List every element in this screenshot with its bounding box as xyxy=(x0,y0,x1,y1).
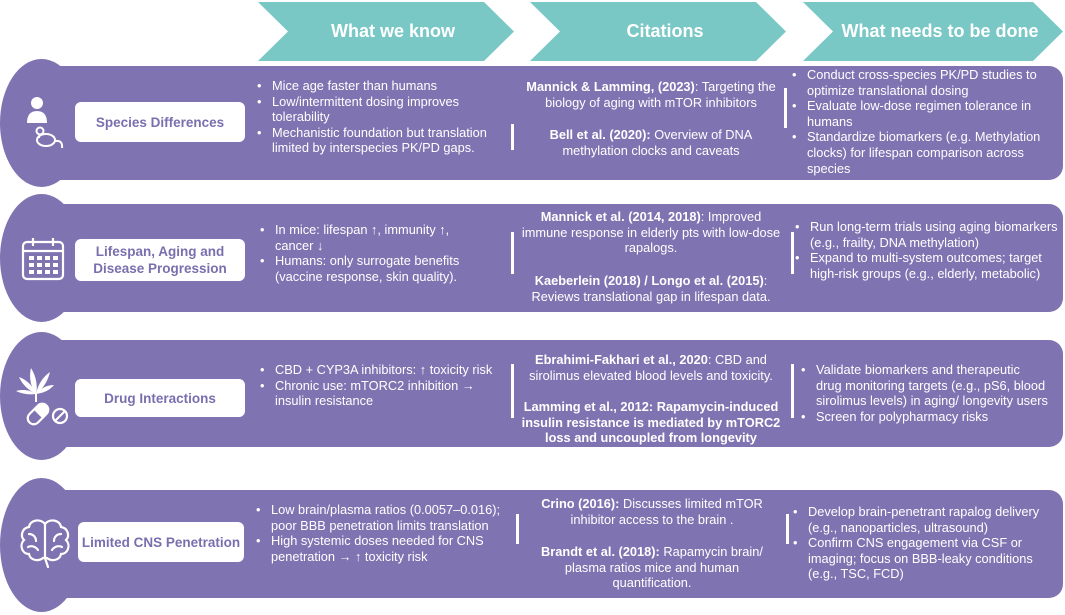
row-drug-interactions: Drug Interactions CBD + CYP3A inhibitors… xyxy=(0,332,1065,462)
citation-text: Discusses limited mTOR inhibitor access … xyxy=(570,496,763,527)
what-needs-to-be-done-list: Run long-term trials using aging biomark… xyxy=(793,219,1063,281)
list-item: In mice: lifespan ↑, immunity ↑, cancer … xyxy=(258,222,490,253)
row-label-text: Limited CNS Penetration xyxy=(81,534,241,550)
list-item: Expand to multi-system outcomes; target … xyxy=(793,250,1063,281)
citation-text: Overview of DNA methylation clocks and c… xyxy=(562,127,753,158)
list-item: Low/intermittent dosing improves tolerab… xyxy=(255,94,505,125)
divider-right xyxy=(784,88,787,128)
row-species-differences: Species Differences Mice age faster than… xyxy=(0,58,1065,188)
list-item: Validate biomarkers and therapeutic drug… xyxy=(799,362,1049,409)
calendar-icon xyxy=(20,236,66,282)
what-we-know-list: Mice age faster than humans Low/intermit… xyxy=(255,78,505,156)
divider-right xyxy=(786,514,789,544)
list-item: Chronic use: mTORC2 inhibition → insulin… xyxy=(258,378,498,409)
what-we-know-list: Low brain/plasma ratios (0.0057–0.016); … xyxy=(254,502,502,564)
row-label: Drug Interactions xyxy=(75,379,245,417)
citation: Brandt et al. (2018): Rapamycin brain/ p… xyxy=(524,544,780,591)
header-label: Citations xyxy=(626,21,704,41)
list-item: Confirm CNS engagement via CSF or imagin… xyxy=(791,535,1053,582)
header-what-we-know: What we know xyxy=(258,2,514,61)
header-label: What we know xyxy=(330,21,455,41)
list-item: Evaluate low-dose regimen tolerance in h… xyxy=(790,98,1058,129)
citation-lead: Mannick & Lamming, (2023) xyxy=(526,79,695,94)
row-label: Lifespan, Aging and Disease Progression xyxy=(75,239,245,281)
what-needs-to-be-done-list: Conduct cross-species PK/PD studies to o… xyxy=(790,67,1058,176)
citation: Bell et al. (2020): Overview of DNA meth… xyxy=(522,127,780,158)
list-item: CBD + CYP3A inhibitors: ↑ toxicity risk xyxy=(258,362,498,378)
divider-left xyxy=(511,364,514,418)
row-label-text: Lifespan, Aging and Disease Progression xyxy=(93,244,227,276)
list-item: Mice age faster than humans xyxy=(255,78,505,94)
list-item: Develop brain-penetrant rapalog delivery… xyxy=(791,504,1053,535)
what-we-know-list: CBD + CYP3A inhibitors: ↑ toxicity risk … xyxy=(258,362,498,409)
divider-left xyxy=(516,514,519,544)
citation-text: : Targeting the biology of aging with mT… xyxy=(545,79,776,110)
brain-icon xyxy=(18,518,72,569)
citation-text: : Reviews translational gap in lifespan … xyxy=(531,273,771,304)
what-needs-to-be-done-list: Develop brain-penetrant rapalog delivery… xyxy=(791,504,1053,582)
citation-lead: Ebrahimi-Fakhari et al., 2020 xyxy=(535,352,708,367)
citation-text: : Improved immune response in elderly pt… xyxy=(521,209,781,256)
citation: Mannick et al. (2014, 2018): Improved im… xyxy=(520,209,782,256)
list-item: Run long-term trials using aging biomark… xyxy=(793,219,1063,250)
citation: Kaeberlein (2018) / Longo et al. (2015):… xyxy=(516,273,786,304)
what-we-know-list: In mice: lifespan ↑, immunity ↑, cancer … xyxy=(258,222,490,284)
citation: Mannick & Lamming, (2023): Targeting the… xyxy=(522,79,780,110)
row-limited-cns-penetration: Limited CNS Penetration Low brain/plasma… xyxy=(0,474,1065,614)
divider-left xyxy=(511,232,514,274)
citation-text: : CBD and sirolimus elevated blood level… xyxy=(529,352,773,383)
citation: Lamming et al., 2012: Rapamycin-induced … xyxy=(518,399,784,446)
list-item: Screen for polypharmacy risks xyxy=(799,409,1049,425)
citation-lead: Bell et al. (2020): xyxy=(549,127,651,142)
row-label: Limited CNS Penetration xyxy=(78,522,244,562)
row-lifespan-aging: Lifespan, Aging and Disease Progression … xyxy=(0,192,1065,322)
row-label-text: Species Differences xyxy=(95,114,225,130)
citation: Crino (2016): Discusses limited mTOR inh… xyxy=(524,496,780,527)
header-label: What needs to be done xyxy=(841,21,1039,41)
divider-left xyxy=(511,124,514,150)
list-item: Standardize biomarkers (e.g. Methylation… xyxy=(790,129,1058,176)
list-item: Humans: only surrogate benefits (vaccine… xyxy=(258,253,490,284)
list-item: Conduct cross-species PK/PD studies to o… xyxy=(790,67,1058,98)
citation-lead: Mannick et al. (2014, 2018) xyxy=(540,209,701,224)
citation-text: Rapamycin brain/ plasma ratios mice and … xyxy=(564,544,763,591)
citation: Ebrahimi-Fakhari et al., 2020: CBD and s… xyxy=(518,352,784,383)
row-label: Species Differences xyxy=(75,102,245,142)
row-label-text: Drug Interactions xyxy=(104,390,216,406)
citation-lead: Crino (2016): xyxy=(541,496,620,511)
list-item: Mechanistic foundation but translation l… xyxy=(255,125,505,156)
header-what-needs-to-be-done: What needs to be done xyxy=(803,2,1063,61)
citation-lead: Kaeberlein (2018) / Longo et al. (2015) xyxy=(534,273,764,288)
list-item: High systemic doses needed for CNS penet… xyxy=(254,533,502,564)
header-citations: Citations xyxy=(530,2,786,61)
person-mouse-icon xyxy=(16,94,72,150)
divider-right xyxy=(791,364,794,418)
what-needs-to-be-done-list: Validate biomarkers and therapeutic drug… xyxy=(799,362,1049,424)
citation-lead: Brandt et al. (2018): xyxy=(541,544,660,559)
citation-lead: Lamming et al., 2012: Rapamycin-induced … xyxy=(521,399,781,446)
list-item: Low brain/plasma ratios (0.0057–0.016); … xyxy=(254,502,502,533)
cannabis-pill-icon xyxy=(14,366,72,428)
